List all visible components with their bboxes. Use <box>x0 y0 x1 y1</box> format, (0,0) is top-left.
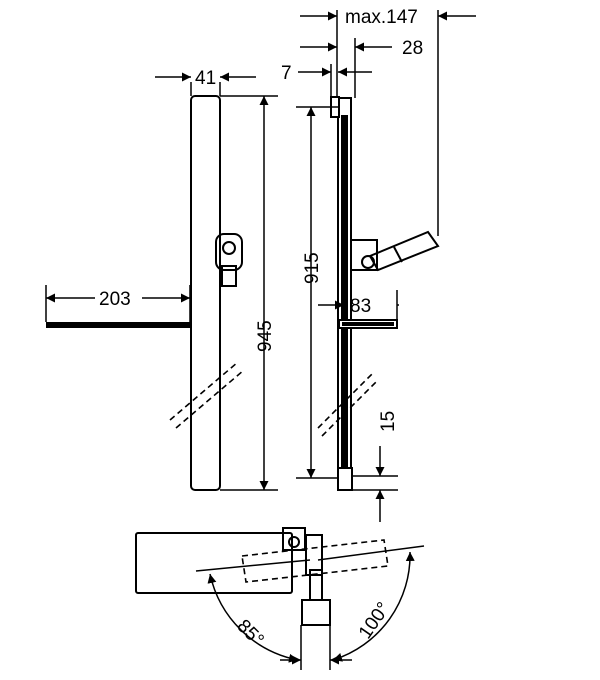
dim-28: 28 <box>300 38 423 98</box>
dim-bottom-width <box>280 625 352 670</box>
dim-label-915: 915 <box>302 252 323 284</box>
dim-915: 915 <box>296 106 338 479</box>
dim-203: 203 <box>45 285 191 322</box>
side-bottom-bracket <box>337 467 353 491</box>
dim-max147: max.147 <box>300 7 476 236</box>
front-rail <box>190 95 221 491</box>
dim-15: 15 <box>352 411 399 522</box>
front-break-line-1 <box>169 361 239 421</box>
dim-label-7: 7 <box>281 63 292 84</box>
front-shelf <box>46 322 192 328</box>
dim-945: 945 <box>220 95 278 491</box>
dim-83: 83 <box>318 290 399 320</box>
dim-label-15: 15 <box>378 411 399 432</box>
dim-label-83: 83 <box>350 296 371 317</box>
front-slider <box>215 233 243 287</box>
dim-41: 41 <box>155 68 256 96</box>
top-shelf <box>135 532 293 594</box>
dim-label-945: 945 <box>255 320 276 352</box>
side-view <box>317 96 440 491</box>
dim-7: 7 <box>281 63 372 97</box>
side-holder <box>350 230 440 272</box>
angle-85: 85° <box>207 573 299 663</box>
side-break-line-2 <box>321 379 379 437</box>
angle-label-85: 85° <box>232 616 267 651</box>
dim-label-41: 41 <box>195 68 216 89</box>
top-arm <box>305 534 323 576</box>
dim-label-203: 203 <box>99 289 131 310</box>
side-break-line-1 <box>317 371 375 429</box>
top-rotated-shelf <box>241 539 389 583</box>
dim-label-28: 28 <box>402 38 423 59</box>
front-break-line-2 <box>175 369 245 429</box>
front-view <box>46 95 245 491</box>
dim-label-max147: max.147 <box>345 7 418 28</box>
